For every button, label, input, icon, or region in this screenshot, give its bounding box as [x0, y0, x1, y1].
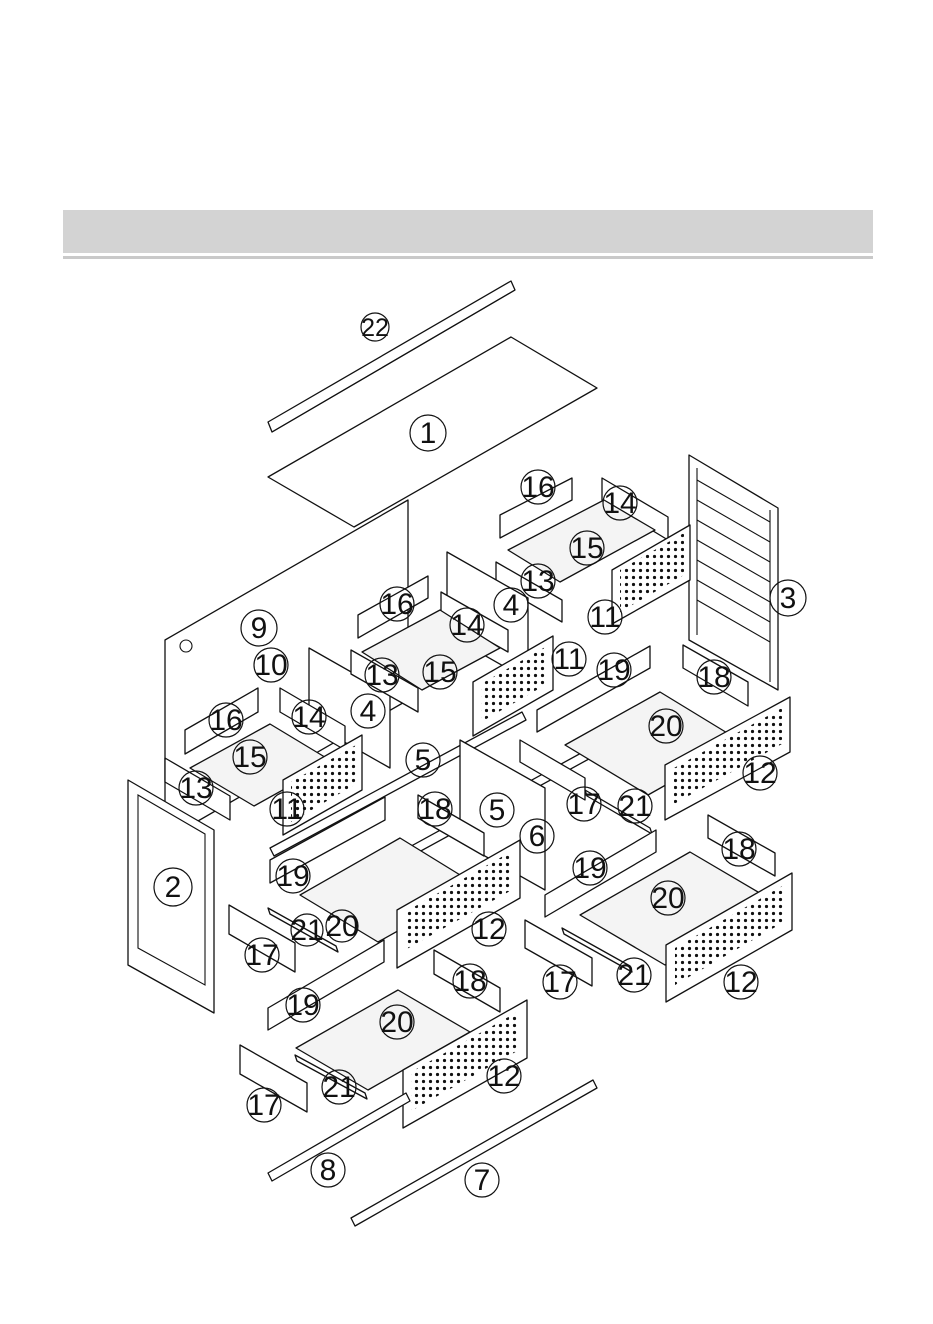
label-21-bottom: 21	[322, 1071, 355, 1104]
label-11-left: 11	[271, 793, 302, 826]
label-20-right-upper: 20	[649, 710, 682, 743]
label-21-right-lower: 21	[617, 959, 650, 992]
label-18-right-upper: 18	[697, 661, 730, 694]
label-13-top-right: 13	[521, 565, 554, 598]
label-12-right-lower: 12	[724, 966, 757, 999]
label-21-left-center: 21	[290, 914, 323, 947]
label-19-bottom: 19	[286, 989, 319, 1022]
label-15-middle: 15	[423, 656, 456, 689]
label-12-bottom: 12	[487, 1060, 520, 1093]
label-20-bottom: 20	[380, 1006, 413, 1039]
label-13-left: 13	[179, 772, 212, 805]
label-16-top-right: 16	[521, 471, 554, 504]
label-19-left-center: 19	[276, 860, 309, 893]
label-17-bottom: 17	[247, 1089, 280, 1122]
label-17-right-upper: 17	[567, 788, 600, 821]
label-13-middle: 13	[365, 659, 398, 692]
label-3: 3	[780, 582, 797, 615]
part-8-bottom-rail	[268, 1093, 410, 1181]
label-17-right-lower: 17	[543, 966, 576, 999]
label-21-right-upper: 21	[618, 790, 651, 823]
label-5-upper: 5	[415, 744, 432, 777]
label-17-left-center: 17	[245, 939, 278, 972]
label-19-right-lower: 19	[573, 852, 606, 885]
label-8: 8	[320, 1154, 337, 1187]
label-2: 2	[165, 871, 182, 904]
label-12-left-center: 12	[472, 913, 505, 946]
label-7: 7	[474, 1164, 491, 1197]
label-12-right-upper: 12	[743, 757, 776, 790]
label-4-upper: 4	[503, 589, 520, 622]
label-11-top-right: 11	[589, 601, 620, 634]
part-7-bottom-rail	[351, 1080, 597, 1226]
label-11-middle: 11	[553, 643, 584, 676]
label-22: 22	[361, 314, 389, 342]
label-16-left: 16	[209, 704, 242, 737]
label-4-lower: 4	[360, 695, 377, 728]
label-9: 9	[251, 612, 268, 645]
label-14-left: 14	[292, 701, 325, 734]
part-3-right-side-frame	[689, 455, 778, 690]
label-5-lower: 5	[489, 794, 506, 827]
label-19-right-upper: 19	[597, 654, 630, 687]
label-18-right-lower: 18	[722, 833, 755, 866]
label-20-left-center: 20	[325, 910, 358, 943]
label-1: 1	[420, 417, 437, 450]
label-20-right-lower: 20	[651, 882, 684, 915]
label-15-left: 15	[233, 741, 266, 774]
label-14-middle: 14	[450, 609, 483, 642]
label-18-bottom: 18	[453, 965, 486, 998]
label-16-middle: 16	[380, 588, 413, 621]
label-6: 6	[529, 820, 546, 853]
label-15-top-right: 15	[570, 532, 603, 565]
label-10: 10	[254, 649, 287, 682]
label-14-top-right: 14	[603, 487, 636, 520]
label-18-left-center: 18	[418, 793, 451, 826]
